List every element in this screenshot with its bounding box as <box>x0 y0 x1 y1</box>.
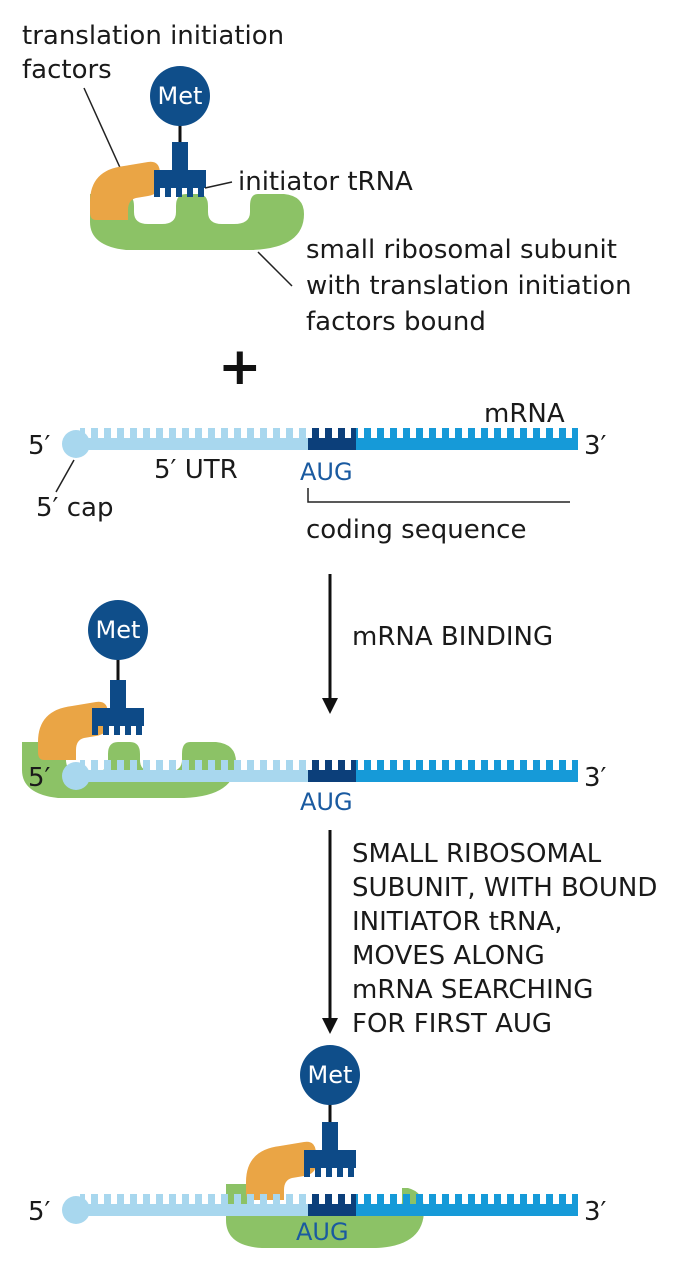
five-prime-label: 5′ <box>28 431 51 461</box>
bound-utr-teeth <box>80 760 308 770</box>
met-ball <box>150 66 210 126</box>
coding-bracket <box>307 488 570 503</box>
five-prime-cap <box>62 430 90 458</box>
cap-label: 5′ cap <box>36 493 113 523</box>
aug-coding-teeth <box>356 1194 578 1204</box>
aug-start-teeth <box>308 1194 356 1204</box>
bound-aug-label: AUG <box>300 788 353 816</box>
subunit-leader-line <box>257 251 293 287</box>
utr-teeth <box>80 428 308 438</box>
scanning-label-line2: SUBUNIT, WITH BOUND <box>352 873 657 903</box>
aug-start-label: AUG <box>296 1218 349 1246</box>
trna-leader-line <box>204 181 233 189</box>
scanning-arrow <box>322 830 338 1034</box>
scanning-label-line5: mRNA SEARCHING <box>352 975 593 1005</box>
subunit-label-line3: factors bound <box>306 307 486 337</box>
cap-leader-line <box>55 459 75 493</box>
panel-bound-at-cap: Met 5′ 3′ AUG <box>22 600 607 816</box>
bound-coding-backbone <box>356 770 578 782</box>
aug-start-backbone <box>308 1204 356 1216</box>
aug-coding-backbone <box>356 1204 578 1216</box>
scanning-label-line4: MOVES ALONG <box>352 941 545 971</box>
factors-label-line2: factors <box>22 55 112 85</box>
utr-label: 5′ UTR <box>154 455 238 485</box>
bound-five-prime-cap <box>62 762 90 790</box>
mrna-label: mRNA <box>484 399 565 429</box>
aug-label: AUG <box>300 458 353 486</box>
factors-label-line1: translation initiation <box>22 21 284 51</box>
bound-coding-teeth <box>356 760 578 770</box>
scanning-label-line3: INITIATOR tRNA, <box>352 907 563 937</box>
mrna-binding-arrow <box>322 574 338 714</box>
scanning-label-line6: FOR FIRST AUG <box>352 1009 552 1039</box>
three-prime-label: 3′ <box>584 431 607 461</box>
bound-aug-teeth <box>308 760 356 770</box>
aug-utr-teeth <box>80 1194 308 1204</box>
plus-sign: + <box>218 337 262 397</box>
aug-three-prime-label: 3′ <box>584 1197 607 1227</box>
bound-met-ball <box>88 600 148 660</box>
met-label: Met <box>158 82 203 110</box>
bound-three-prime-label: 3′ <box>584 763 607 793</box>
bound-aug-backbone <box>308 770 356 782</box>
panel-initiation-complex: translation initiation factors Met initi… <box>22 21 632 337</box>
subunit-label-line2: with translation initiation <box>306 271 632 301</box>
coding-teeth <box>356 428 578 438</box>
panel-mrna: mRNA 5′ 3′ 5′ UTR AUG 5′ cap coding sequ… <box>28 399 607 545</box>
utr-backbone <box>80 438 308 450</box>
aug-teeth <box>308 428 356 438</box>
bound-utr-backbone <box>80 770 308 782</box>
aug-met-ball <box>300 1045 360 1105</box>
aug-five-prime-label: 5′ <box>28 1197 51 1227</box>
aug-met-label: Met <box>308 1061 353 1089</box>
aug-backbone <box>308 438 356 450</box>
mrna-binding-label: mRNA BINDING <box>352 622 553 652</box>
factors-leader-line <box>83 87 123 173</box>
bound-five-prime-label: 5′ <box>28 763 51 793</box>
coding-backbone <box>356 438 578 450</box>
aug-utr-backbone <box>80 1204 308 1216</box>
panel-at-start-codon: Met 5′ 3′ AUG <box>28 1045 607 1248</box>
bound-met-label: Met <box>96 616 141 644</box>
translation-initiation-factor <box>90 161 160 220</box>
initiator-trna-label: initiator tRNA <box>238 167 413 197</box>
aug-five-prime-cap <box>62 1196 90 1224</box>
subunit-label-line1: small ribosomal subunit <box>306 235 617 265</box>
scanning-label-line1: SMALL RIBOSOMAL <box>352 839 602 869</box>
coding-sequence-label: coding sequence <box>306 515 526 545</box>
